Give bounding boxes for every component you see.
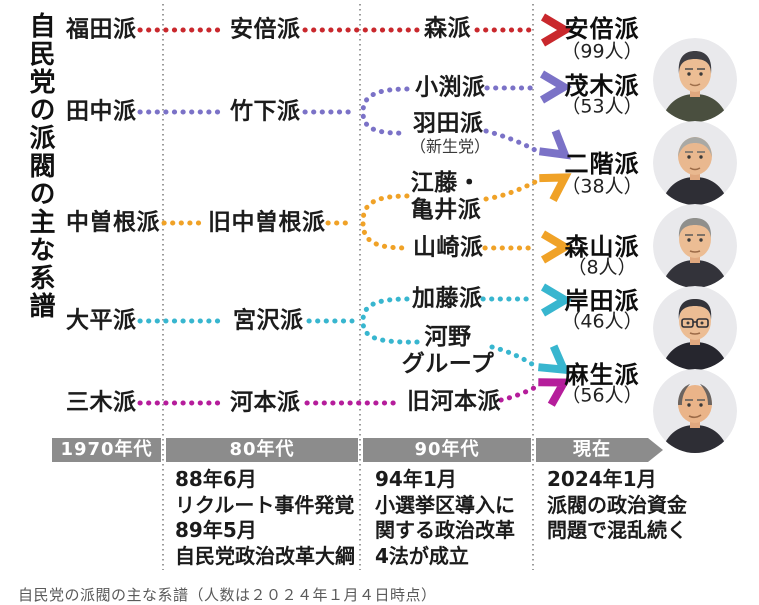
- image-caption: 自民党の派閥の主な系譜（人数は２０２４年１月４日時点）: [18, 586, 437, 604]
- faction-node-kyu-nakasone: 旧中曽根派: [208, 209, 326, 236]
- current-faction-motegi: 茂木派: [564, 72, 640, 100]
- faction-node-miki: 三木派: [66, 389, 137, 416]
- faction-node-miyazawa: 宮沢派: [233, 307, 304, 334]
- faction-node-eto-kamei: 江藤・ 亀井派: [411, 170, 482, 224]
- event-line: 89年5月: [175, 518, 257, 542]
- faction-node-kono-group: 河野 グループ: [402, 324, 495, 378]
- arrowhead-to-kishida: [540, 283, 573, 317]
- event-line: リクルート事件発覚: [175, 492, 355, 517]
- junction-kyunakasone-split: [360, 193, 410, 251]
- current-faction-kishida: 岸田派: [564, 287, 640, 315]
- faction-node-hata: 羽田派: [413, 110, 484, 137]
- leader-portrait-motegi: [653, 38, 737, 122]
- arrowhead-to-motegi: [539, 70, 572, 104]
- faction-node-kato: 加藤派: [412, 285, 483, 312]
- event-line: 88年6月: [175, 467, 257, 491]
- current-faction-abe-count: （99人）: [561, 40, 643, 63]
- timeline-era-1980s: 80年代: [166, 438, 358, 462]
- leader-portrait-moriyama: [653, 204, 737, 288]
- arrowhead-to-moriyama: [540, 230, 573, 264]
- faction-node-yamazaki: 山崎派: [413, 234, 484, 261]
- faction-node-nakasone: 中曽根派: [66, 209, 160, 236]
- current-faction-nikai: 二階派: [564, 150, 640, 178]
- connector-kono-aso: [489, 344, 538, 369]
- timeline-era-1990s: 90年代: [363, 438, 531, 462]
- event-line: 関する政治改革: [375, 518, 515, 542]
- faction-node-obuchi: 小渕派: [415, 74, 486, 101]
- arrowhead-to-abe: [540, 13, 573, 47]
- leader-portrait-aso: [653, 369, 737, 453]
- event-line: 派閥の政治資金: [547, 492, 687, 517]
- current-faction-abe: 安倍派: [564, 15, 640, 43]
- arrowhead-to-nikai-lower: [539, 173, 572, 202]
- faction-node-tanaka: 田中派: [66, 98, 137, 125]
- current-faction-moriyama: 森山派: [564, 233, 640, 261]
- event-line: 4法が成立: [375, 543, 469, 568]
- faction-node-kono-line2: グループ: [401, 351, 495, 377]
- faction-node-abe80: 安倍派: [230, 16, 301, 43]
- diagram-title-vertical: 自民党の派閥の主な系譜: [25, 12, 55, 320]
- current-faction-aso: 麻生派: [564, 361, 640, 389]
- faction-node-eto-kamei-line1: 江藤・: [410, 170, 482, 196]
- arrowhead-to-aso-lower: [538, 378, 571, 407]
- faction-node-kono-line1: 河野: [424, 324, 472, 350]
- event-line: 問題で混乱続く: [547, 518, 687, 542]
- faction-node-ohira: 大平派: [66, 307, 137, 334]
- connector-hata-nikai: [483, 128, 538, 153]
- faction-node-mori: 森派: [424, 15, 471, 42]
- faction-node-takeshita: 竹下派: [230, 98, 301, 125]
- connector-etokamei-nikai: [483, 179, 538, 202]
- faction-node-kyu-komoto: 旧河本派: [407, 388, 501, 415]
- events-1990s: 94年1月 小選挙区導入に 関する政治改革 4法が成立: [375, 467, 515, 569]
- faction-node-eto-kamei-line2: 亀井派: [410, 197, 482, 223]
- current-faction-nikai-count: （38人）: [561, 175, 643, 198]
- event-line: 94年1月: [375, 467, 457, 491]
- current-faction-kishida-count: （46人）: [561, 310, 643, 333]
- events-1980s: 88年6月 リクルート事件発覚 89年5月 自民党政治改革大綱: [175, 467, 355, 569]
- timeline-era-now: 現在: [536, 438, 663, 462]
- junction-miyazawa-split: [360, 296, 423, 345]
- timeline-era-1970s: 1970年代: [52, 438, 161, 462]
- junction-takeshita-split: [360, 86, 410, 136]
- faction-node-komoto: 河本派: [230, 389, 301, 416]
- faction-node-fukuda: 福田派: [66, 16, 137, 43]
- connector-kyukomoto-aso: [498, 384, 539, 403]
- event-line: 自民党政治改革大綱: [175, 543, 355, 568]
- leader-portrait-nikai: [653, 121, 737, 205]
- event-line: 小選挙区導入に: [375, 492, 515, 517]
- leader-portrait-kishida: [653, 286, 737, 370]
- arrowhead-to-nikai-upper: [538, 129, 571, 160]
- events-now: 2024年1月 派閥の政治資金 問題で混乱続く: [547, 467, 687, 544]
- current-faction-moriyama-count: （8人）: [567, 256, 637, 279]
- arrowhead-to-aso-upper: [537, 344, 571, 375]
- faction-node-hata-party: （新生党）: [409, 137, 491, 156]
- event-line: 2024年1月: [547, 467, 657, 491]
- current-faction-aso-count: （56人）: [561, 384, 643, 407]
- current-faction-motegi-count: （53人）: [561, 95, 643, 118]
